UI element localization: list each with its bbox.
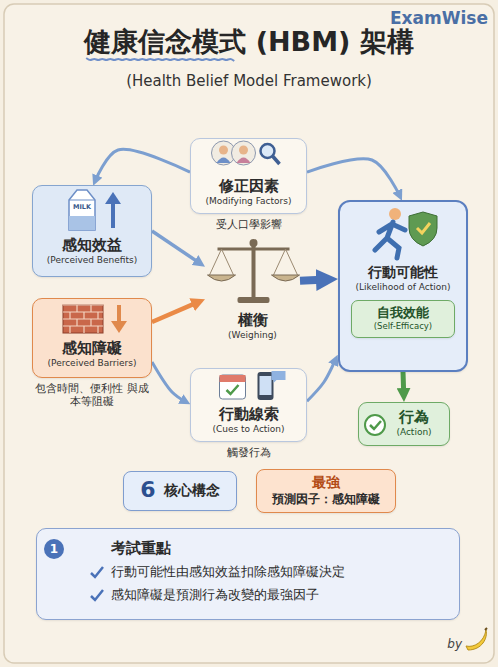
people-icon	[212, 141, 280, 165]
connector-arrow	[152, 231, 200, 263]
node-text: (Modifying Factors)	[206, 196, 292, 207]
milk-illustration	[33, 186, 153, 236]
node-heading: 感知障礙	[62, 339, 122, 357]
connector-arrow	[401, 372, 407, 395]
exam-panel-outline: 考試重點行動可能性由感知效益扣除感知障礙決定感知障礙是預測行為改變的最強因子	[36, 528, 460, 620]
check-mark	[89, 565, 105, 581]
cue-box-outline: 行動線索(Cues to Action)	[190, 368, 307, 442]
runner-illustration	[340, 202, 470, 264]
cues-illustration	[191, 369, 308, 405]
bricks-illustration	[33, 299, 153, 339]
bricks-icon	[63, 305, 127, 333]
connector-arrow	[307, 360, 335, 402]
efficacy-box-outline: 自我效能(Self-Efficacy)	[351, 300, 455, 339]
node-heading: 行動可能性	[368, 264, 438, 281]
node-text: 行動可能性由感知效益扣除感知障礙決定	[111, 564, 345, 580]
exam-panel: 考試重點行動可能性由感知效益扣除感知障礙決定感知障礙是預測行為改變的最強因子	[36, 528, 460, 620]
factor-box-outline: 修正因素(Modifying Factors)	[190, 138, 307, 214]
node-heading: 感知效益	[62, 236, 122, 254]
subtitle-label: (Health Belief Model Framework)	[0, 72, 498, 90]
action-box-outline: 行為(Action)	[358, 402, 450, 446]
likelihood-box: 行動可能性(Likelihood of Action) 自我效能(Self-Eff…	[338, 200, 468, 372]
benefit-box-outline: 感知效益(Perceived Benefits)	[32, 185, 152, 277]
people-illustration	[191, 139, 308, 177]
connector-arrow	[152, 302, 199, 322]
title-underline	[86, 58, 234, 61]
efficacy-box: 自我效能(Self-Efficacy)	[351, 300, 455, 339]
node-heading: 修正因素	[219, 177, 279, 195]
node-heading: 權衡	[238, 311, 268, 329]
scales-illustration	[206, 233, 301, 311]
check-icon	[365, 415, 385, 435]
likelihood-box-outline: 行動可能性(Likelihood of Action) 自我效能(Self-Eff…	[338, 200, 468, 372]
node-text: 預測因子：感知障礙	[272, 492, 380, 506]
construct-count-box-outline: 6 核心構念	[123, 471, 237, 511]
check-mark	[89, 588, 105, 604]
milk-icon	[69, 190, 121, 230]
node-text: (Weighing)	[228, 330, 277, 341]
node-text: (Perceived Barriers)	[48, 358, 137, 369]
predictor-box-outline: 最強預測因子：感知障礙	[256, 469, 396, 513]
node-heading: 行動線索	[219, 405, 279, 423]
node-heading: 最強	[312, 474, 340, 491]
node-text: (Self-Efficacy)	[374, 321, 432, 331]
connector-arrow	[95, 149, 190, 180]
node-heading: 行為	[399, 408, 429, 426]
brand-label: ExamWise	[390, 8, 488, 28]
barrier-box: 感知障礙(Perceived Barriers) 包含時間、便利性 與成本等阻礙	[32, 298, 152, 407]
byline-label: by	[447, 637, 462, 651]
connector-arrow	[300, 280, 327, 281]
connector-arrow	[307, 159, 400, 196]
connector-arrow	[152, 362, 186, 402]
node-heading: 考試重點	[111, 539, 171, 557]
cue-box: 行動線索(Cues to Action) 觸發行為	[190, 368, 307, 459]
weighing-node-outline: 權衡(Weighing)	[205, 232, 300, 348]
runner-icon	[375, 208, 437, 258]
title: 健康信念模式 (HBM) 架構	[0, 26, 498, 58]
barrier-box-outline: 感知障礙(Perceived Barriers)	[32, 298, 152, 378]
node-text: (Cues to Action)	[212, 424, 284, 435]
node-heading: 6	[140, 477, 155, 503]
factor-box: 修正因素(Modifying Factors) 受人口學影響	[190, 138, 307, 231]
benefit-box: 感知效益(Perceived Benefits)	[32, 185, 152, 277]
node-text: 核心構念	[164, 482, 220, 499]
card-frame	[4, 4, 494, 663]
construct-count-box: 6 核心構念	[123, 471, 237, 511]
predictor-box: 最強預測因子：感知障礙	[256, 469, 396, 513]
action-box: 行為(Action)	[358, 402, 450, 446]
node-text: 受人口學影響	[190, 218, 307, 231]
node-text: 包含時間、便利性 與成本等阻礙	[32, 382, 152, 407]
cues-icon	[220, 371, 286, 400]
node-heading: 自我效能	[377, 305, 429, 321]
weighing-node: 權衡(Weighing)	[205, 232, 300, 348]
node-text: (Likelihood of Action)	[356, 282, 451, 293]
node-text: 感知障礙是預測行為改變的最強因子	[111, 587, 319, 603]
node-text: 觸發行為	[190, 446, 307, 459]
banana-icon	[466, 628, 487, 650]
scales-icon	[208, 239, 300, 303]
node-text: (Action)	[396, 427, 431, 438]
node-text: (Perceived Benefits)	[47, 255, 137, 266]
